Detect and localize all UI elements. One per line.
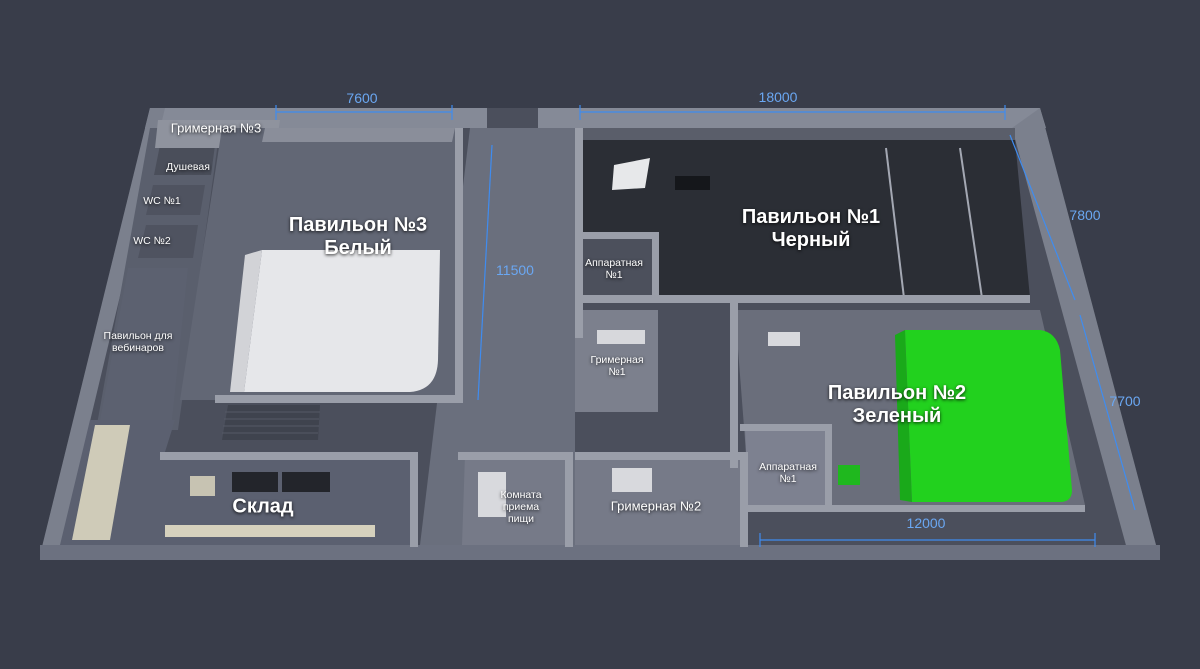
sklad-box: [232, 472, 278, 492]
pavilion1-light-rail: [959, 147, 983, 299]
dimension-12000: 12000: [906, 515, 946, 531]
outer-wall-bottom: [40, 545, 1160, 560]
pavilion1-desk: [675, 176, 710, 190]
pavilion1-wall: [578, 128, 1015, 140]
green-cyc: [905, 330, 1072, 502]
label-pavilion3: Павильон №3 Белый: [288, 214, 428, 259]
pavilion2-desk: [768, 332, 800, 346]
stairs: [222, 405, 320, 440]
label-pavilion2: Павильон №2 Зеленый: [827, 382, 967, 427]
label-pavilion1: Павильон №1 Черный: [741, 206, 881, 251]
dimension-11500: 11500: [496, 262, 534, 278]
room-webinar: [100, 268, 188, 420]
sklad-shelves: [72, 425, 130, 540]
label-shower: Душевая: [166, 160, 210, 173]
dimension-lines: [275, 105, 1136, 547]
inner-walls: [160, 128, 1085, 547]
food-sofa: [478, 472, 506, 517]
label-grimernaya3: Гримерная №3: [170, 120, 262, 136]
label-food-room: Комната приема пищи: [500, 488, 542, 526]
room-apparatnaya-bottom: [745, 428, 830, 505]
pavilion1-screen: [612, 158, 650, 190]
white-cyc: [244, 250, 440, 392]
dimension-7800: 7800: [1069, 207, 1101, 223]
green-cyc-side: [895, 330, 912, 502]
pavilion1-light-rail: [885, 147, 905, 299]
dimension-7700: 7700: [1109, 393, 1141, 409]
sklad-crate: [190, 476, 215, 496]
label-wc1: WC №1: [143, 194, 181, 207]
label-sklad: Склад: [232, 495, 294, 518]
outer-wall-top-right: [538, 108, 1046, 128]
dimension-7600: 7600: [346, 90, 378, 106]
grimernaya1-table: [597, 330, 645, 344]
pavilion2-chair: [838, 465, 860, 485]
sklad-table: [165, 525, 375, 537]
label-grimernaya2: Гримерная №2: [610, 498, 702, 514]
outer-wall-right: [1012, 108, 1160, 560]
room-wc2: [138, 225, 198, 258]
pavilion3-wall-top: [262, 128, 455, 142]
label-grimernaya1: Гримерная №1: [590, 353, 644, 378]
room-apparatnaya-top: [578, 238, 653, 302]
label-apparatnaya-bottom: Аппаратная №1: [759, 460, 817, 485]
dimension-18000: 18000: [758, 89, 798, 105]
grimernaya2-mirror: [612, 468, 652, 492]
room-wc1: [146, 185, 205, 215]
label-apparatnaya-top: Аппаратная №1: [585, 256, 643, 281]
label-webinar: Павильон для вебинаров: [103, 329, 173, 354]
sklad-box: [282, 472, 330, 492]
room-shower: [154, 145, 215, 175]
label-wc2: WC №2: [133, 234, 171, 247]
white-cyc-side: [230, 250, 262, 392]
